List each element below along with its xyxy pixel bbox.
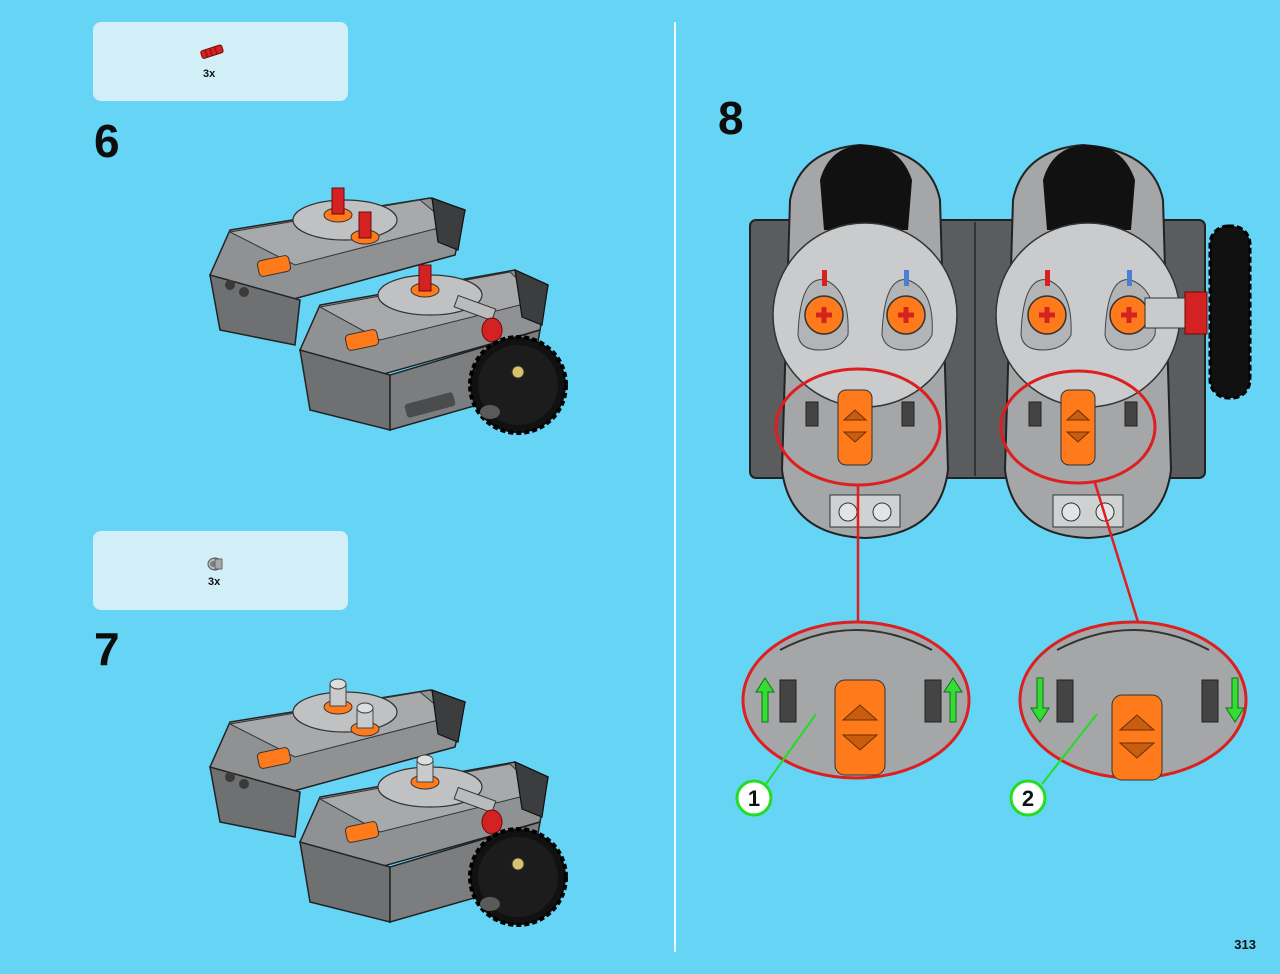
magnified-switch-detail-2 xyxy=(1018,620,1248,781)
page-number: 313 xyxy=(1234,937,1256,952)
battery-box-front xyxy=(299,760,549,923)
red-pin-icon xyxy=(323,187,380,245)
battery-box-back xyxy=(209,689,466,838)
step-number-6: 6 xyxy=(94,115,120,167)
gray-bushing-icon xyxy=(323,678,380,737)
battery-box-left xyxy=(772,143,958,540)
callout-number-1: 1 xyxy=(748,786,760,811)
gray-bushing-icon xyxy=(207,557,223,571)
parts-list-step-6: 3x xyxy=(93,22,348,101)
step-8-assembly-drawing: 1 2 xyxy=(735,143,1252,817)
step-6-assembly-drawing xyxy=(209,187,568,435)
callout-ring-2 xyxy=(1009,779,1047,817)
page-divider xyxy=(674,22,676,952)
black-gear-icon xyxy=(468,335,568,435)
battery-box-front xyxy=(299,268,549,431)
callout-number-2: 2 xyxy=(1022,786,1034,811)
parts-list-step-7: 3x xyxy=(93,531,348,610)
gray-bushing-icon xyxy=(410,754,440,790)
step-7-assembly-drawing xyxy=(209,678,568,927)
callout-ring-1 xyxy=(735,779,773,817)
black-wheel-icon xyxy=(1208,224,1252,400)
parts-quantity: 3x xyxy=(208,576,221,588)
red-axle-pin-icon xyxy=(200,44,224,59)
parts-quantity: 3x xyxy=(203,68,216,80)
battery-box-right xyxy=(995,143,1181,540)
highlight-circle-right xyxy=(999,369,1157,485)
red-pin-icon xyxy=(410,264,440,298)
black-gear-icon xyxy=(468,827,568,927)
magnified-switch-detail-1 xyxy=(741,620,971,780)
battery-box-back xyxy=(209,197,466,346)
step-number-8: 8 xyxy=(718,92,744,144)
step-number-7: 7 xyxy=(94,623,120,675)
